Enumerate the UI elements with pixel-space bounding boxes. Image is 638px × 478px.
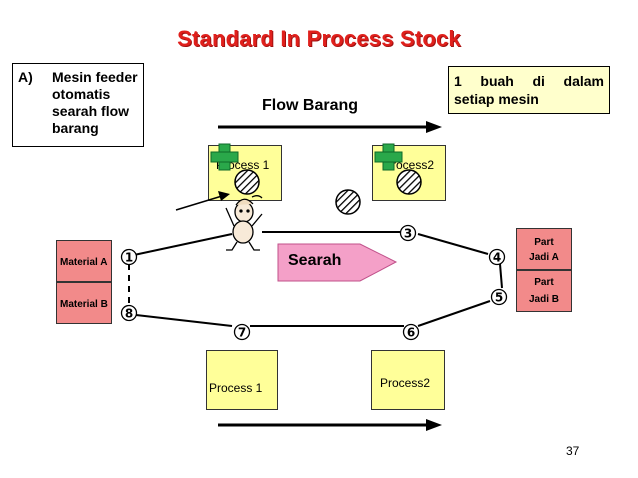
step-markers: 1 3 4 5 6 7 8 [120, 224, 508, 341]
part-jadi-a-line2: Jadi A [529, 252, 559, 263]
step-6-text: 6 [407, 326, 415, 340]
step-8-text: 8 [125, 307, 133, 321]
machine-bottom-process2: Process2 [371, 350, 445, 410]
part-jadi-b-line2: Jadi B [528, 294, 559, 305]
stock-circle-process2 [396, 169, 422, 195]
flow-label: Flow Barang [262, 97, 359, 114]
step-marker-5: 5 [490, 288, 508, 306]
slide-title: Standard In Process Stock [177, 26, 461, 51]
note-feeder-text: Mesin feeder otomatis searah flow barang [52, 69, 138, 136]
worker-route [128, 231, 503, 327]
step-marker-7: 7 [233, 323, 251, 341]
green-cross-icon-process2 [374, 143, 403, 171]
worker-pointer-arrow [175, 191, 230, 211]
step-5-text: 5 [495, 291, 503, 305]
worker-figure-icon [225, 195, 263, 251]
step-marker-1: 1 [120, 248, 138, 266]
material-b-box: Material B [56, 282, 112, 324]
page-number: 37 [566, 444, 580, 458]
part-jadi-a-box: Part Jadi A [516, 228, 572, 270]
searah-label: Searah [288, 252, 342, 269]
step-marker-6: 6 [402, 323, 420, 341]
step-1-text: 1 [125, 251, 133, 265]
material-a-box: Material A [56, 240, 112, 282]
part-jadi-b-box: Part Jadi B [516, 270, 572, 312]
machine-bottom-process1: Process 1 [206, 350, 278, 410]
material-b-label: Material B [60, 299, 108, 310]
part-jadi-b-line1: Part [534, 277, 554, 288]
step-marker-8: 8 [120, 304, 138, 322]
green-cross-icon-process1 [210, 143, 239, 171]
machine-bottom-process1-label: Process 1 [209, 381, 263, 395]
material-a-label: Material A [60, 257, 108, 268]
step-3-text: 3 [404, 227, 412, 241]
machine-bottom-process2-label: Process2 [380, 376, 431, 390]
stock-circle-process1 [234, 169, 260, 195]
note-feeder: A) Mesin feeder otomatis searah flow bar… [12, 63, 144, 147]
part-jadi-a-line1: Part [534, 237, 554, 248]
stock-circle-between [335, 189, 361, 215]
step-7-text: 7 [238, 326, 246, 340]
note-feeder-label: A) [18, 69, 33, 85]
flow-arrow-top [218, 121, 442, 133]
note-stock-per-machine: 1 buah di dalam setiap mesin [448, 66, 610, 114]
flow-arrow-bottom [218, 419, 442, 431]
searah-arrow [277, 243, 398, 282]
step-marker-3: 3 [399, 224, 417, 242]
step-4-text: 4 [493, 251, 501, 265]
step-marker-4: 4 [488, 248, 506, 266]
